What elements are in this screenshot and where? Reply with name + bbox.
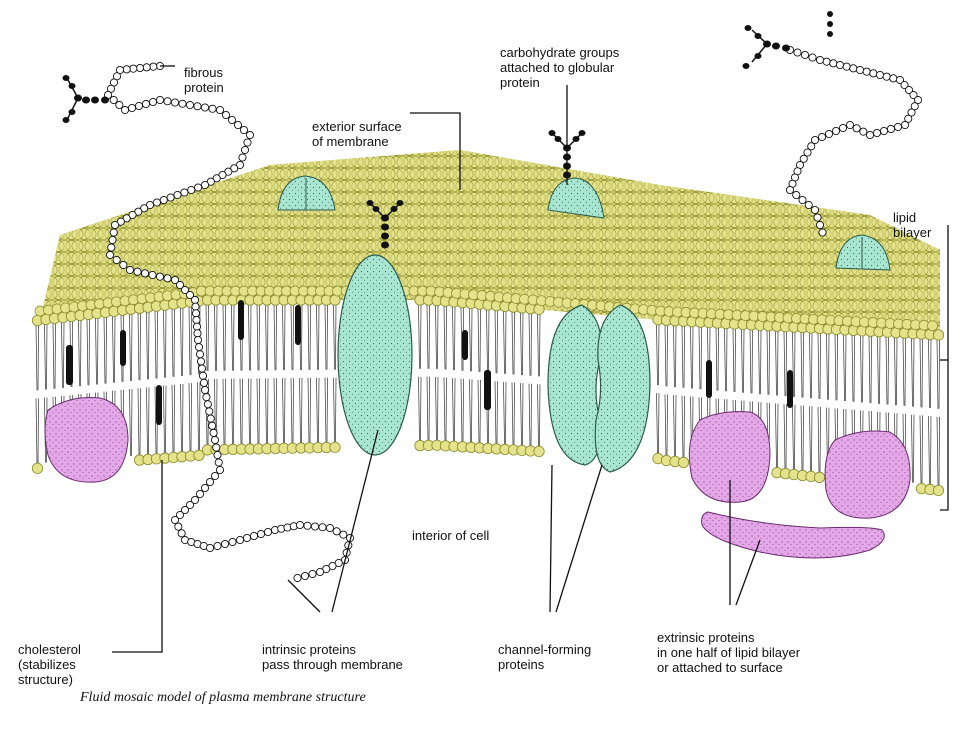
- extrinsic-protein-right: [824, 430, 911, 519]
- lipid-heads-front-lower: [31, 439, 945, 497]
- globular-protein-left: [277, 175, 336, 211]
- cholesterol-molecules: [66, 300, 793, 425]
- fibrous-protein-chains: [103, 45, 923, 583]
- leader-lines: [112, 65, 949, 653]
- extrinsic-protein-left: [44, 397, 129, 483]
- extrinsic-protein-attached: [701, 511, 885, 559]
- intrinsic-protein: [337, 254, 413, 456]
- globular-protein-center: [547, 177, 605, 219]
- lipid-heads-front-upper: [31, 285, 945, 341]
- carbohydrate-groups: [62, 11, 833, 249]
- membrane-outer-surface: [40, 150, 940, 335]
- figure-caption: Fluid mosaic model of plasma membrane st…: [80, 690, 366, 705]
- extrinsic-protein-mid: [688, 411, 771, 503]
- interior-of-cell-label: interior of cell: [412, 528, 490, 543]
- channel-protein: [547, 304, 651, 473]
- globular-protein-right: [835, 234, 891, 271]
